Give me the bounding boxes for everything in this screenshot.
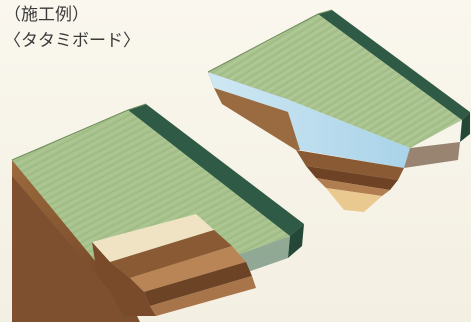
caption: （施工例） 〈タタミボード〉 <box>4 2 140 54</box>
tatami-section-left <box>11 103 304 322</box>
tatami-section-right <box>207 9 470 212</box>
caption-line-product: 〈タタミボード〉 <box>4 31 140 51</box>
caption-line-example: （施工例） <box>4 5 89 25</box>
